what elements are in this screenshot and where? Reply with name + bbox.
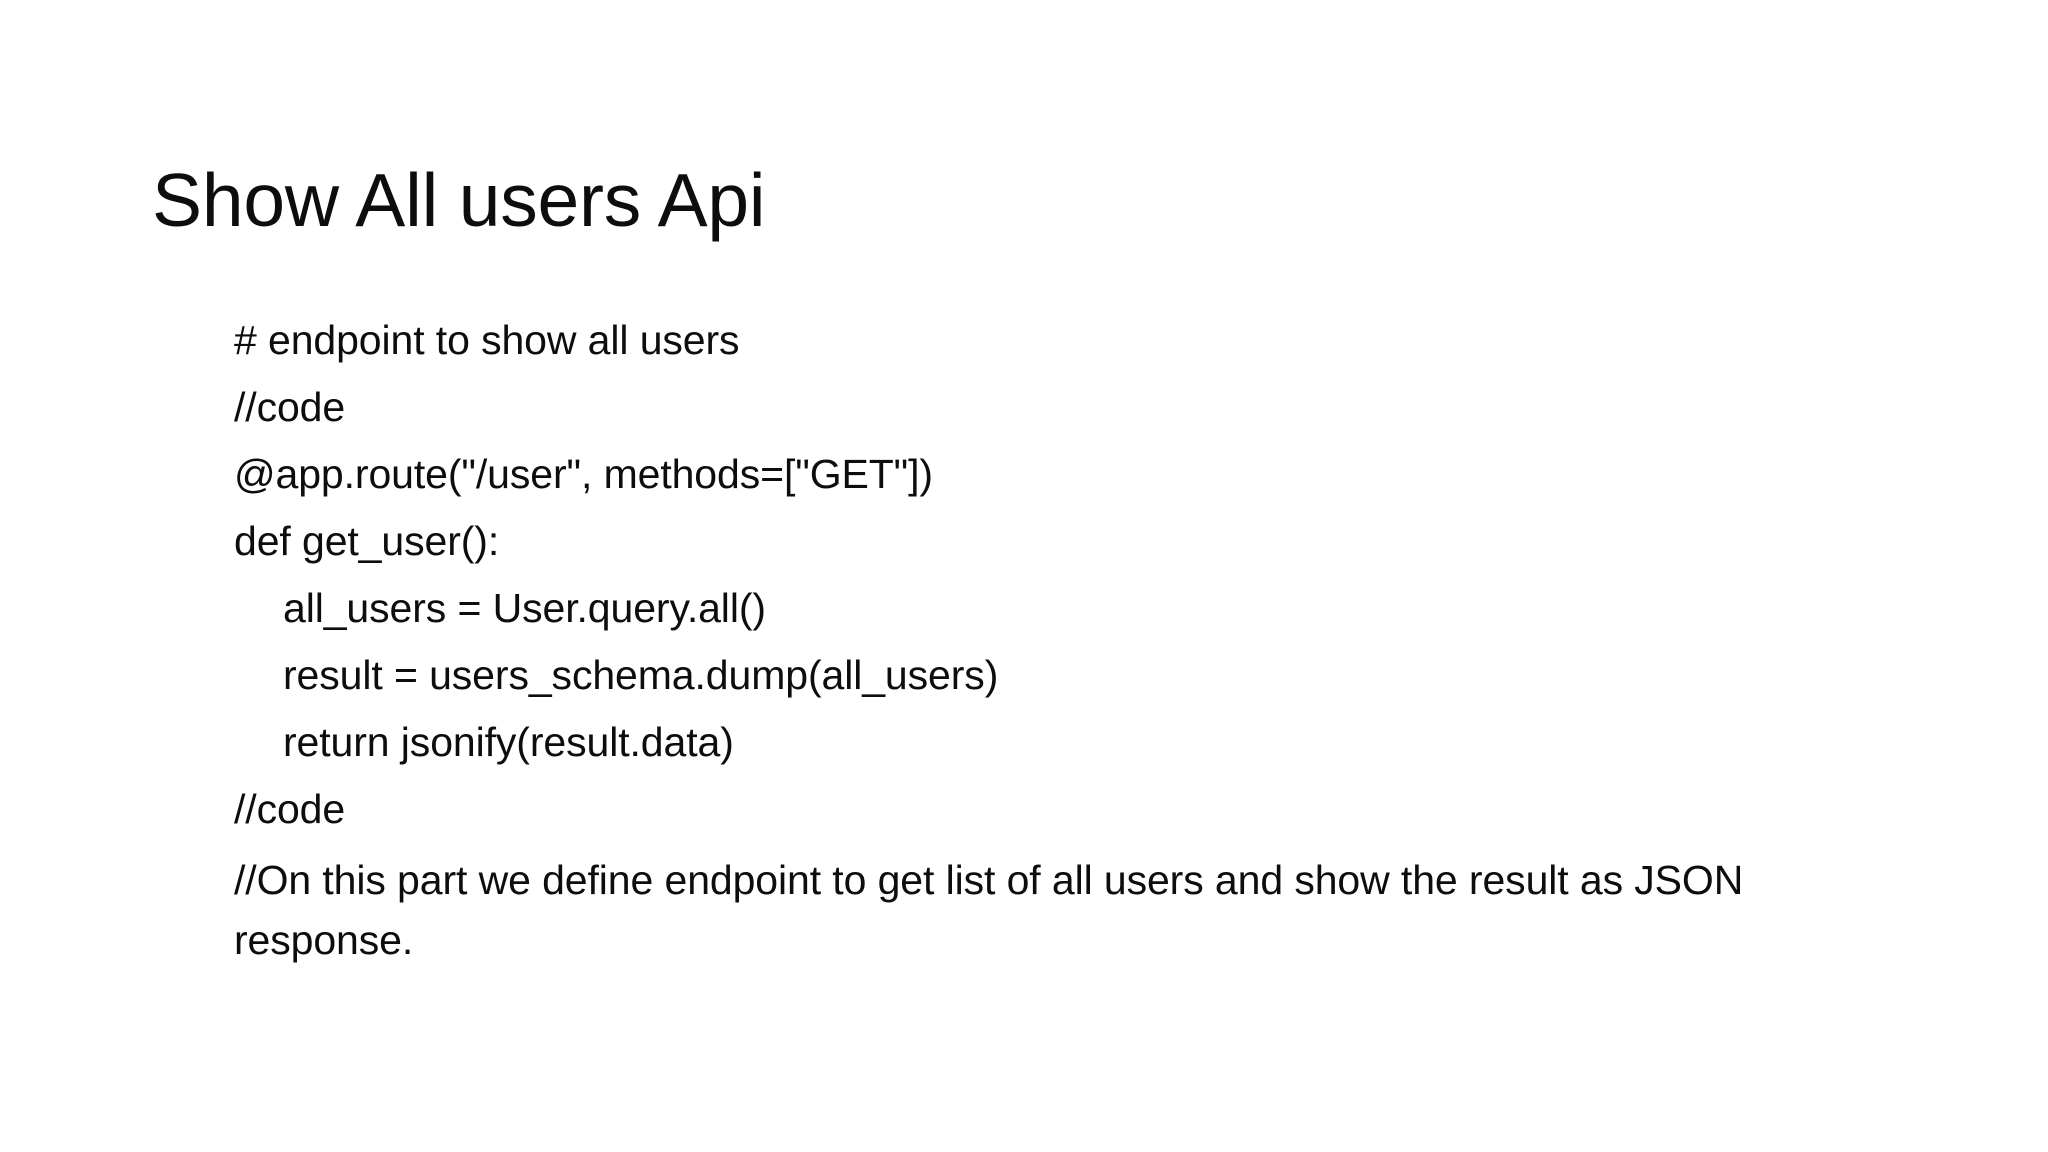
code-line: all_users = User.query.all() [283,585,766,631]
code-line: //code [234,384,346,430]
code-line: //code [234,786,346,832]
explanation-paragraph: //On this part we define endpoint to get… [234,857,1744,963]
code-line: # endpoint to show all users [234,317,740,363]
slide-body-content: # endpoint to show all users //code @app… [234,307,1874,970]
page-title: Show All users Api [152,158,766,243]
code-line: @app.route("/user", methods=["GET"]) [234,451,933,497]
code-line: def get_user(): [234,518,500,564]
code-line: result = users_schema.dump(all_users) [283,652,999,698]
code-line: return jsonify(result.data) [283,719,734,765]
